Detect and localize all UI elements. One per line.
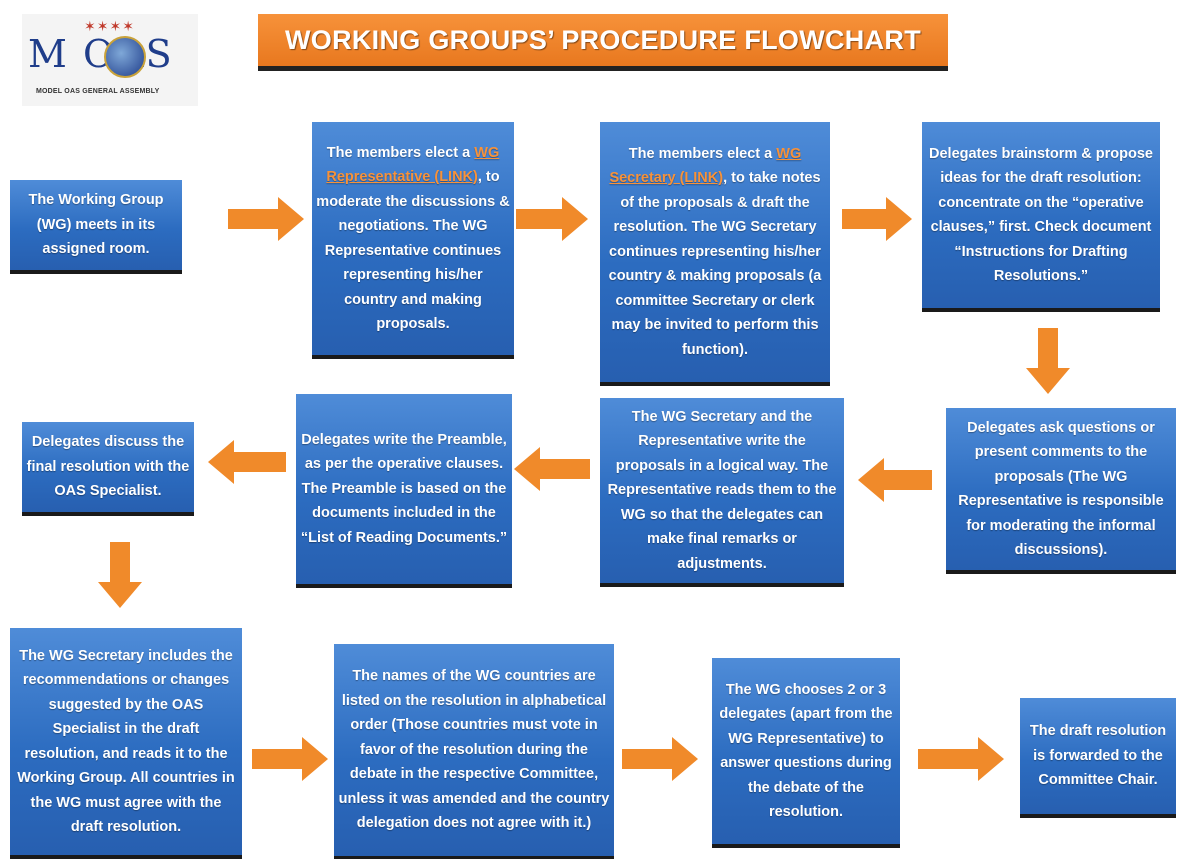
arrow-left-icon bbox=[514, 447, 590, 491]
step-box-4: Delegates brainstorm & propose ideas for… bbox=[922, 122, 1160, 308]
arrow-down-icon bbox=[1026, 328, 1070, 394]
step-text-segment: The names of the WG countries are listed… bbox=[338, 668, 610, 832]
page-title: WORKING GROUPS’ PROCEDURE FLOWCHART bbox=[285, 24, 921, 55]
logo-stars-icon: ✶✶✶✶ bbox=[84, 18, 135, 34]
step-text-segment: Delegates write the Preamble, as per the… bbox=[300, 431, 508, 546]
step-text: The Working Group (WG) meets in its assi… bbox=[14, 188, 178, 262]
step-text-segment: , to take notes of the proposals & draft… bbox=[608, 170, 822, 358]
step-text: The members elect a WG Secretary (LINK),… bbox=[604, 142, 826, 363]
arrow-right-icon bbox=[622, 737, 698, 781]
step-text-segment: , to moderate the discussions & negotiat… bbox=[316, 169, 510, 332]
step-box-10: The names of the WG countries are listed… bbox=[334, 644, 614, 856]
step-text: Delegates discuss the final resolution w… bbox=[26, 430, 190, 504]
step-link[interactable]: WG Secretary (LINK) bbox=[609, 145, 802, 187]
step-text: The WG Secretary and the Representative … bbox=[604, 405, 840, 577]
step-box-7: Delegates write the Preamble, as per the… bbox=[296, 394, 512, 584]
step-text-segment: The draft resolution is forwarded to the… bbox=[1029, 723, 1167, 789]
arrow-right-icon bbox=[516, 197, 588, 241]
logo-seal-icon bbox=[104, 36, 146, 78]
step-box-2: The members elect a WG Representative (L… bbox=[312, 122, 514, 355]
step-text: Delegates brainstorm & propose ideas for… bbox=[926, 142, 1156, 289]
step-box-11: The WG chooses 2 or 3 delegates (apart f… bbox=[712, 658, 900, 844]
step-text-segment: The Working Group (WG) meets in its assi… bbox=[28, 192, 164, 258]
step-box-9: The WG Secretary includes the recommenda… bbox=[10, 628, 242, 855]
step-box-8: Delegates discuss the final resolution w… bbox=[22, 422, 194, 512]
step-box-1: The Working Group (WG) meets in its assi… bbox=[10, 180, 182, 270]
step-text: Delegates ask questions or present comme… bbox=[950, 416, 1172, 563]
arrow-left-icon bbox=[208, 440, 286, 484]
step-text: Delegates write the Preamble, as per the… bbox=[300, 428, 508, 551]
step-text-segment: Delegates discuss the final resolution w… bbox=[26, 434, 190, 500]
step-link[interactable]: WG Representative (LINK) bbox=[326, 144, 500, 186]
step-text: The WG chooses 2 or 3 delegates (apart f… bbox=[716, 678, 896, 825]
title-banner: WORKING GROUPS’ PROCEDURE FLOWCHART bbox=[258, 14, 948, 66]
step-box-12: The draft resolution is forwarded to the… bbox=[1020, 698, 1176, 814]
step-text: The members elect a WG Representative (L… bbox=[316, 141, 510, 337]
arrow-right-icon bbox=[842, 197, 912, 241]
arrow-right-icon bbox=[252, 737, 328, 781]
step-text-segment: The members elect a bbox=[628, 145, 777, 162]
arrow-left-icon bbox=[858, 458, 932, 502]
step-text: The WG Secretary includes the recommenda… bbox=[14, 644, 238, 840]
step-box-6: The WG Secretary and the Representative … bbox=[600, 398, 844, 583]
step-box-3: The members elect a WG Secretary (LINK),… bbox=[600, 122, 830, 382]
step-text: The draft resolution is forwarded to the… bbox=[1024, 719, 1172, 793]
step-text-segment: The WG Secretary includes the recommenda… bbox=[17, 647, 235, 836]
arrow-right-icon bbox=[228, 197, 304, 241]
arrow-right-icon bbox=[918, 737, 1004, 781]
step-text-segment: The WG chooses 2 or 3 delegates (apart f… bbox=[719, 681, 893, 821]
step-text: The names of the WG countries are listed… bbox=[338, 664, 610, 836]
logo-mark: M OAS bbox=[28, 32, 174, 76]
step-text-segment: Delegates ask questions or present comme… bbox=[958, 419, 1164, 559]
step-text-segment: The WG Secretary and the Representative … bbox=[607, 408, 837, 572]
moas-logo: ✶✶✶✶ M OAS MODEL OAS GENERAL ASSEMBLY bbox=[22, 14, 198, 106]
logo-subtitle: MODEL OAS GENERAL ASSEMBLY bbox=[36, 88, 160, 95]
step-box-5: Delegates ask questions or present comme… bbox=[946, 408, 1176, 570]
step-text-segment: The members elect a bbox=[326, 144, 475, 161]
arrow-down-icon bbox=[98, 542, 142, 608]
step-text-segment: Delegates brainstorm & propose ideas for… bbox=[929, 145, 1153, 285]
